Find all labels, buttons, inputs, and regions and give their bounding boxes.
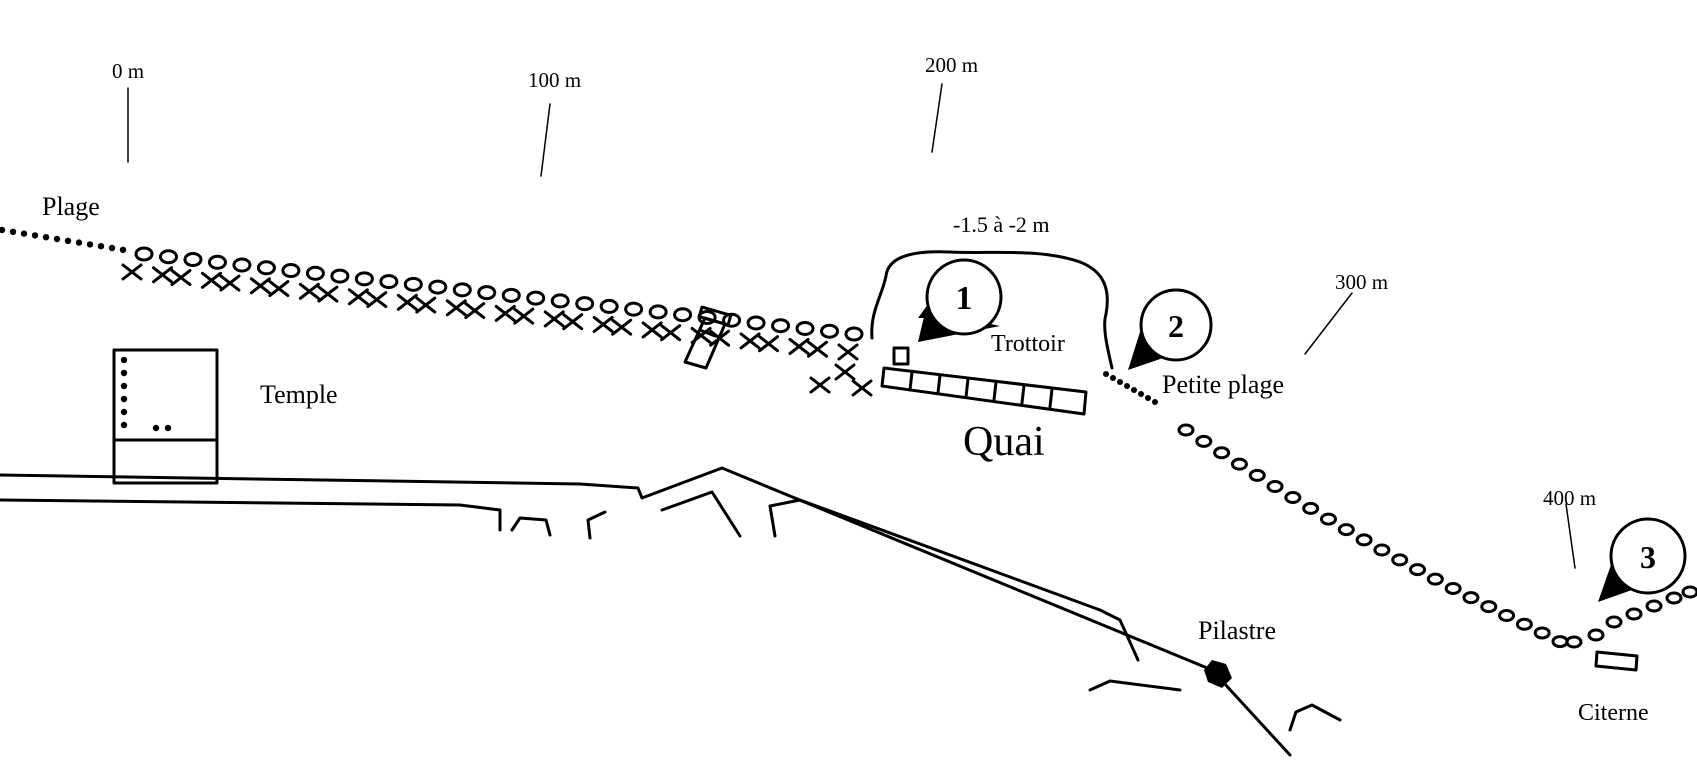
quai-structure: [880, 346, 1088, 416]
marker-3-number: 3: [1640, 539, 1656, 575]
tick-100m: [540, 103, 551, 177]
beach-dotted-shoreline: [0, 226, 127, 253]
rocky-shoreline-east: [1177, 423, 1697, 649]
site-marker-2: 2: [1128, 288, 1213, 370]
tick-400m: [1565, 503, 1576, 569]
citerne-label: Citerne: [1578, 700, 1649, 726]
quai-label: Quai: [963, 419, 1045, 465]
quai-outline: [870, 250, 1114, 370]
plage-label: Plage: [42, 192, 100, 221]
petite-plage-label: Petite plage: [1162, 370, 1284, 399]
tick-300m: [1304, 292, 1353, 355]
stone-block: [683, 305, 733, 370]
trottoir-label: Trottoir: [991, 331, 1065, 357]
citerne-structure: [1594, 650, 1639, 672]
coastal-road: [0, 466, 1342, 757]
temple-structure: [112, 348, 219, 485]
label-100m: 100 m: [528, 68, 581, 92]
label-0m: 0 m: [112, 59, 144, 83]
label-400m: 400 m: [1543, 486, 1596, 510]
temple-column-dots: [120, 356, 172, 432]
site-marker-1: 1: [918, 258, 1003, 342]
distance-scale: 0 m 100 m 200 m 300 m 400 m: [112, 53, 1596, 569]
label-300m: 300 m: [1335, 270, 1388, 294]
small-beach-dotted: [1103, 371, 1158, 405]
rocky-shoreline: [121, 246, 873, 397]
site-marker-3: 3: [1598, 517, 1687, 602]
label-200m: 200 m: [925, 53, 978, 77]
marker-2-number: 2: [1168, 308, 1184, 344]
tick-200m: [931, 83, 943, 153]
pilastre-marker: [1204, 660, 1232, 688]
depth-label: -1.5 à -2 m: [953, 212, 1050, 237]
pilastre-label: Pilastre: [1198, 616, 1276, 645]
temple-label: Temple: [260, 380, 338, 409]
marker-1-number: 1: [956, 280, 973, 317]
